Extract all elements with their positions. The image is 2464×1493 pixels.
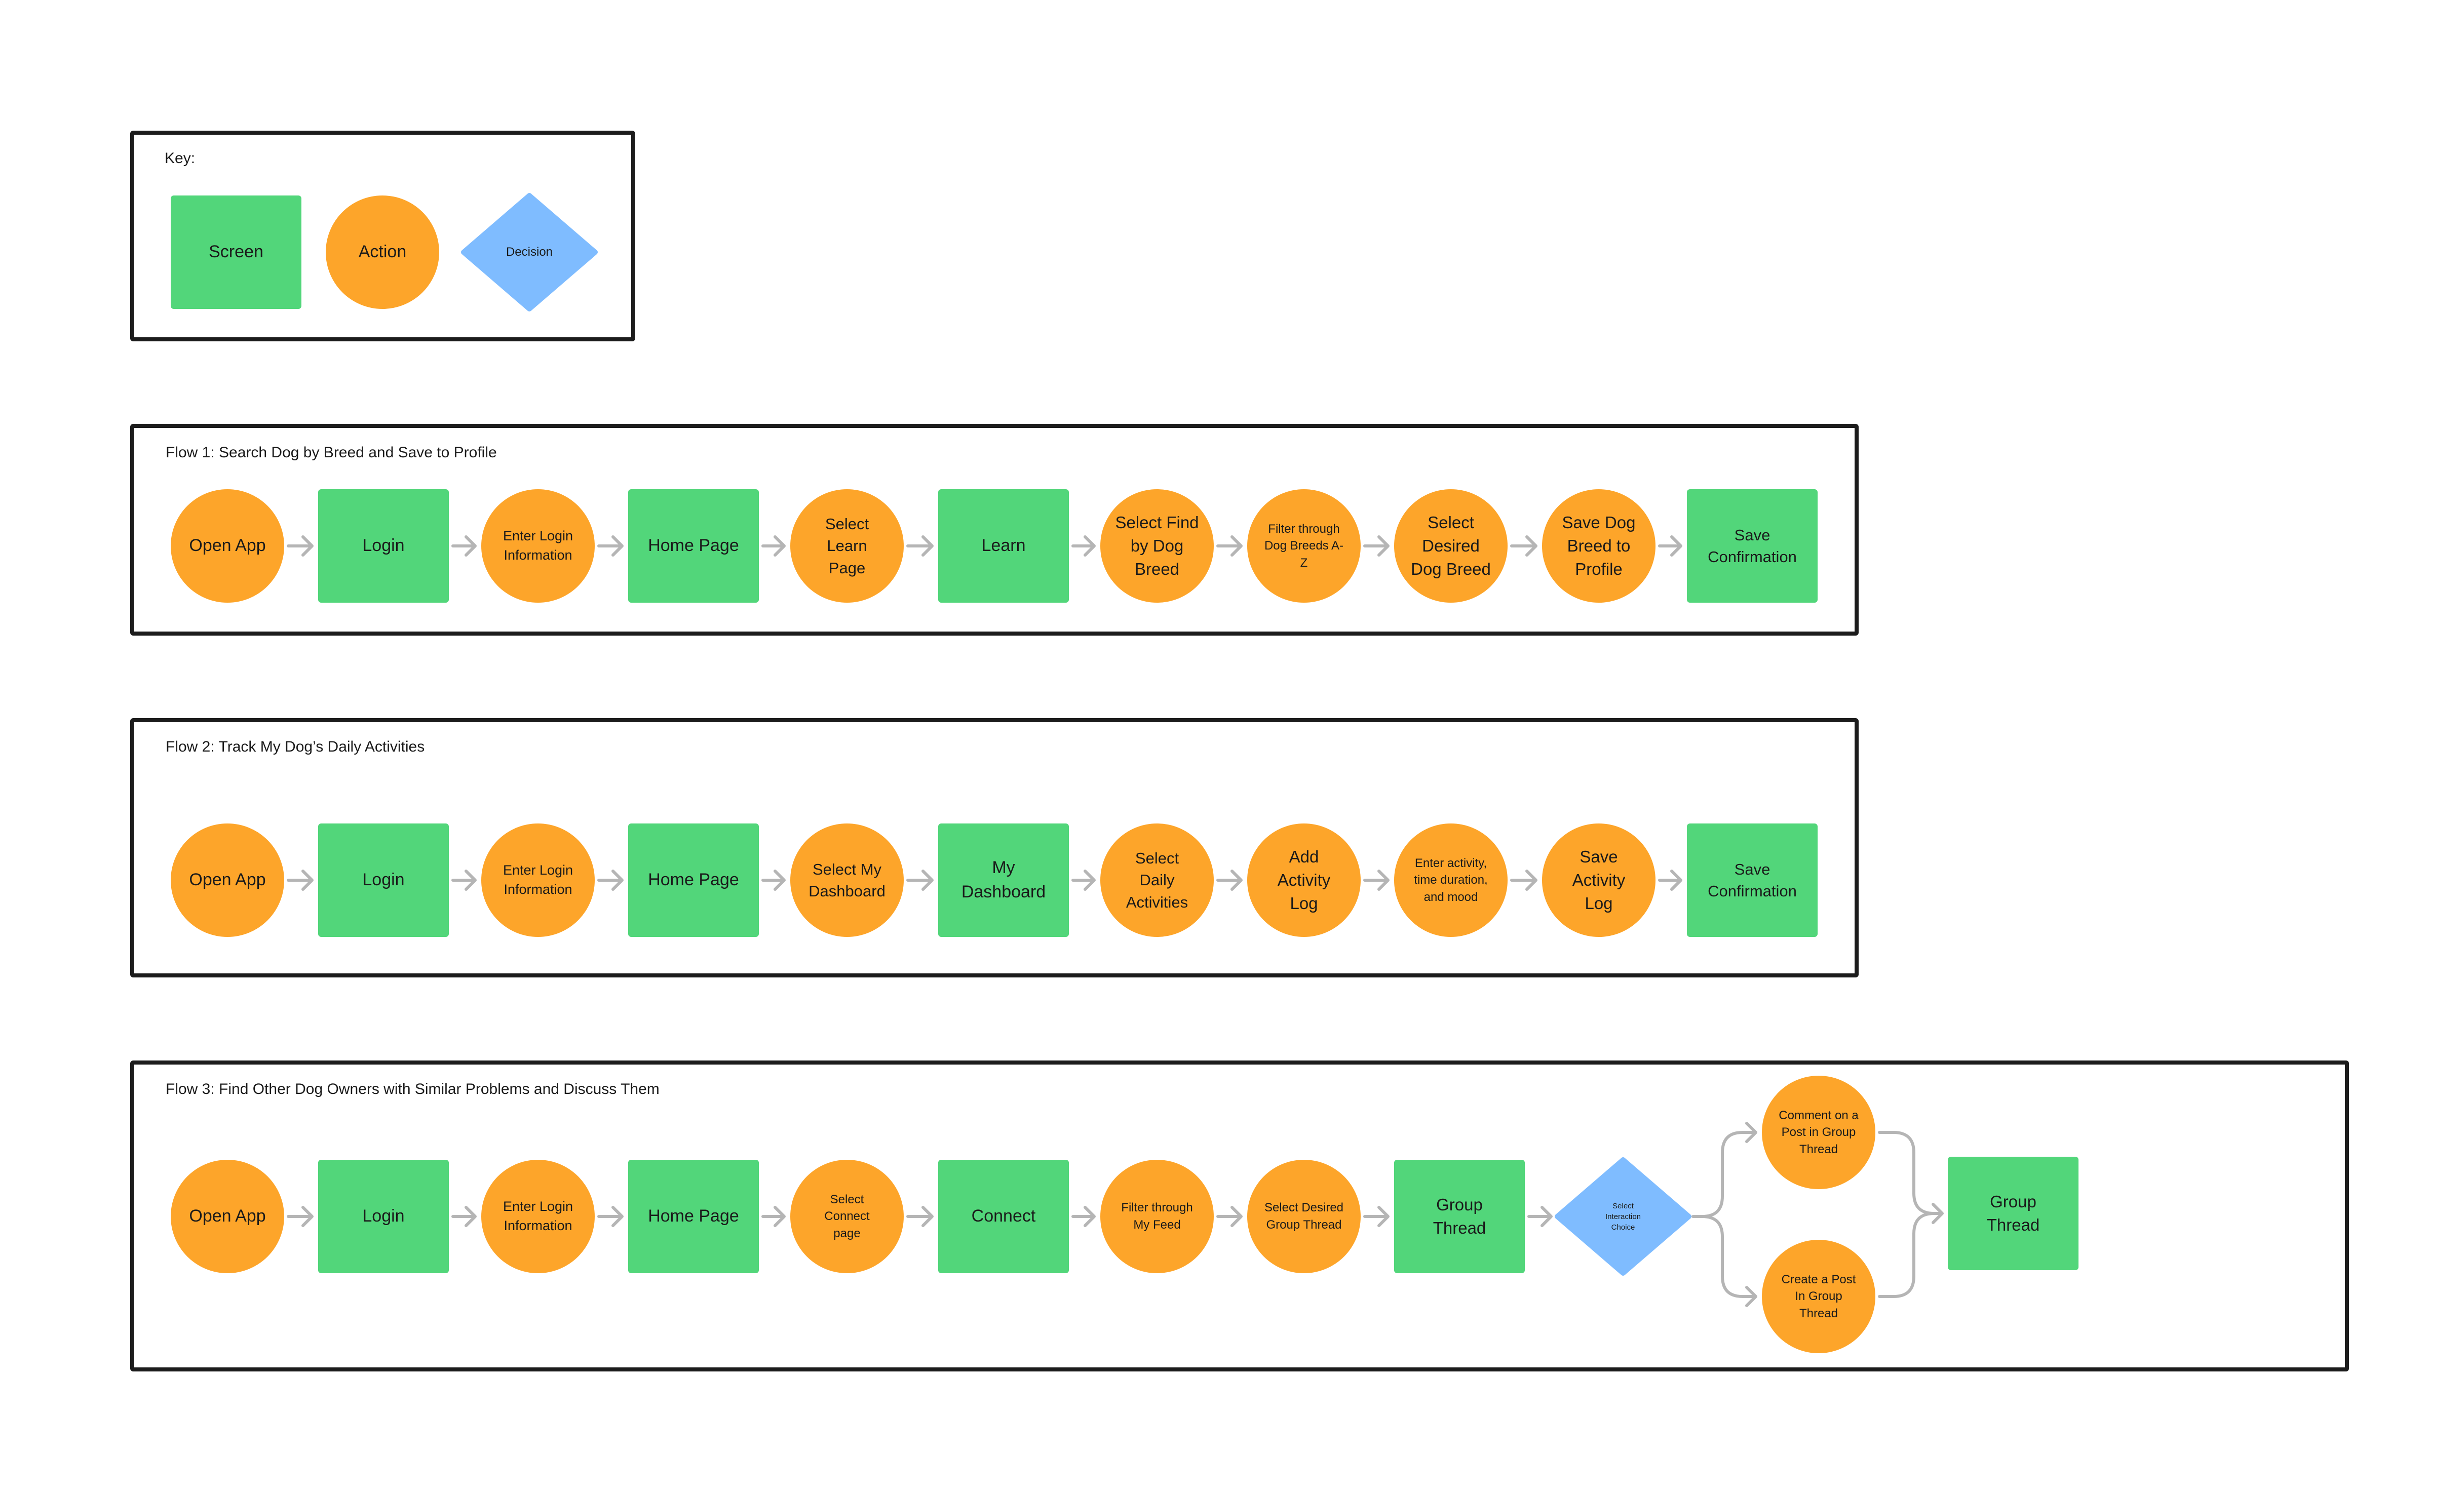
flow3-step-group-thread-end: Group Thread bbox=[1948, 1157, 2078, 1270]
flow2-step-label: Home Page bbox=[648, 870, 739, 890]
flow2-step-select-daily-activities: Select Daily Activities bbox=[1100, 823, 1214, 937]
flow3-step-label: Select Connect page bbox=[824, 1192, 870, 1240]
flow1-step-label: Open App bbox=[189, 536, 266, 556]
flow3-branch-bottom-label: Create a Post In Group Thread bbox=[1781, 1272, 1856, 1320]
flow2-step-save-activity-log: Save Activity Log bbox=[1542, 823, 1655, 937]
flow3-step-label: Group Thread bbox=[1433, 1195, 1486, 1237]
flow3-branch-top-label: Comment on a Post in Group Thread bbox=[1779, 1108, 1859, 1156]
flow2-step-label: Add Activity Log bbox=[1277, 847, 1331, 913]
flow2-step-label: Save Activity Log bbox=[1572, 847, 1626, 913]
flow2-step-label: Enter Login Information bbox=[503, 862, 573, 897]
flow2-step-save-confirmation: Save Confirmation bbox=[1687, 823, 1818, 937]
flow1-step-enter-login: Enter Login Information bbox=[481, 489, 595, 603]
key-decision-shape bbox=[461, 193, 598, 311]
flow3-step-enter-login: Enter Login Information bbox=[481, 1160, 595, 1273]
key-action-node: Action bbox=[326, 195, 439, 309]
flow1-step-open-app: Open App bbox=[171, 489, 284, 603]
flow2-step-label: Select Daily Activities bbox=[1126, 849, 1188, 911]
flow1-step-label: Login bbox=[362, 536, 405, 556]
flow2-title: Flow 2: Track My Dog’s Daily Activities bbox=[166, 738, 425, 755]
flow3-decision-shape bbox=[1555, 1157, 1691, 1276]
flow3-step-label: Enter Login Information bbox=[503, 1199, 573, 1233]
flow2-step-enter-activity: Enter activity, time duration, and mood bbox=[1394, 823, 1508, 937]
flow2-step-label: My Dashboard bbox=[961, 858, 1046, 901]
flow2-step-enter-login: Enter Login Information bbox=[481, 823, 595, 937]
flow3-decision-label: Select Interaction Choice bbox=[1605, 1201, 1641, 1232]
flow1-step-label: Save Confirmation bbox=[1708, 526, 1797, 566]
flow3-step-label: Open App bbox=[189, 1206, 266, 1226]
flow1-step-label: Select Find by Dog Breed bbox=[1115, 513, 1199, 579]
flow3-step-group-thread: Group Thread bbox=[1394, 1160, 1525, 1273]
flow1-step-learn: Learn bbox=[938, 489, 1069, 603]
flow2-step-my-dashboard: My Dashboard bbox=[938, 823, 1069, 937]
flow1-step-find-by-breed: Select Find by Dog Breed bbox=[1100, 489, 1214, 603]
flow2-step-open-app: Open App bbox=[171, 823, 284, 937]
flow2-step-label: Login bbox=[362, 870, 405, 890]
flow3-step-select-connect: Select Connect page bbox=[790, 1160, 904, 1273]
flow1-step-label: Enter Login Information bbox=[503, 528, 573, 563]
flow3-step-connect: Connect bbox=[938, 1160, 1069, 1273]
flow1-step-label: Select Desired Dog Breed bbox=[1411, 513, 1491, 579]
flow3-branch-comment: Comment on a Post in Group Thread bbox=[1762, 1076, 1875, 1189]
flow1-step-label: Learn bbox=[981, 536, 1026, 556]
flow3-decision-node: Select Interaction Choice bbox=[1555, 1157, 1691, 1276]
key-decision-node: Decision bbox=[461, 193, 598, 311]
flow3-step-filter-feed: Filter through My Feed bbox=[1100, 1160, 1214, 1273]
flow1-title: Flow 1: Search Dog by Breed and Save to … bbox=[166, 444, 497, 461]
flow1-step-label: Select Learn Page bbox=[825, 515, 869, 577]
flow3-end-label: Group Thread bbox=[1986, 1192, 2040, 1234]
flow2-step-home-page: Home Page bbox=[628, 823, 759, 937]
flow1-step-save-breed: Save Dog Breed to Profile bbox=[1542, 489, 1655, 603]
flow1-step-label: Home Page bbox=[648, 536, 739, 556]
flow3-step-label: Filter through My Feed bbox=[1121, 1201, 1193, 1232]
flow1-step-label: Filter through Dog Breeds A-Z bbox=[1264, 522, 1344, 570]
key-title: Key: bbox=[165, 150, 196, 167]
flow3-step-select-group-thread: Select Desired Group Thread bbox=[1247, 1160, 1361, 1273]
flow2-step-login: Login bbox=[318, 823, 449, 937]
key-decision-label: Decision bbox=[506, 245, 553, 259]
flow2-step-label: Save Confirmation bbox=[1708, 860, 1797, 900]
flow1-step-login: Login bbox=[318, 489, 449, 603]
flow3-step-home-page: Home Page bbox=[628, 1160, 759, 1273]
flow3-step-label: Select Desired Group Thread bbox=[1264, 1201, 1344, 1232]
flow1-step-home-page: Home Page bbox=[628, 489, 759, 603]
flow2-step-label: Open App bbox=[189, 870, 266, 890]
flow1-step-select-learn: Select Learn Page bbox=[790, 489, 904, 603]
key-screen-label: Screen bbox=[209, 242, 263, 262]
flow2-step-select-dashboard: Select My Dashboard bbox=[790, 823, 904, 937]
flow1-step-label: Save Dog Breed to Profile bbox=[1562, 513, 1636, 579]
flow3-title: Flow 3: Find Other Dog Owners with Simil… bbox=[166, 1081, 660, 1097]
flow1-step-save-confirmation: Save Confirmation bbox=[1687, 489, 1818, 603]
flow2-step-label: Select My Dashboard bbox=[808, 860, 885, 900]
flow3-step-label: Connect bbox=[971, 1206, 1036, 1226]
flow3-step-label: Home Page bbox=[648, 1206, 739, 1226]
flow3-step-login: Login bbox=[318, 1160, 449, 1273]
flow1-step-filter-breeds: Filter through Dog Breeds A-Z bbox=[1247, 489, 1361, 603]
flow1-step-select-desired-breed: Select Desired Dog Breed bbox=[1394, 489, 1508, 603]
key-screen-node: Screen bbox=[171, 195, 301, 309]
flow2-step-add-activity-log: Add Activity Log bbox=[1247, 823, 1361, 937]
flow3-branch-create-post: Create a Post In Group Thread bbox=[1762, 1240, 1875, 1353]
flow2-step-label: Enter activity, time duration, and mood bbox=[1414, 856, 1488, 904]
key-action-label: Action bbox=[358, 242, 407, 262]
flow3-step-open-app: Open App bbox=[171, 1160, 284, 1273]
flow3-step-label: Login bbox=[362, 1206, 405, 1226]
